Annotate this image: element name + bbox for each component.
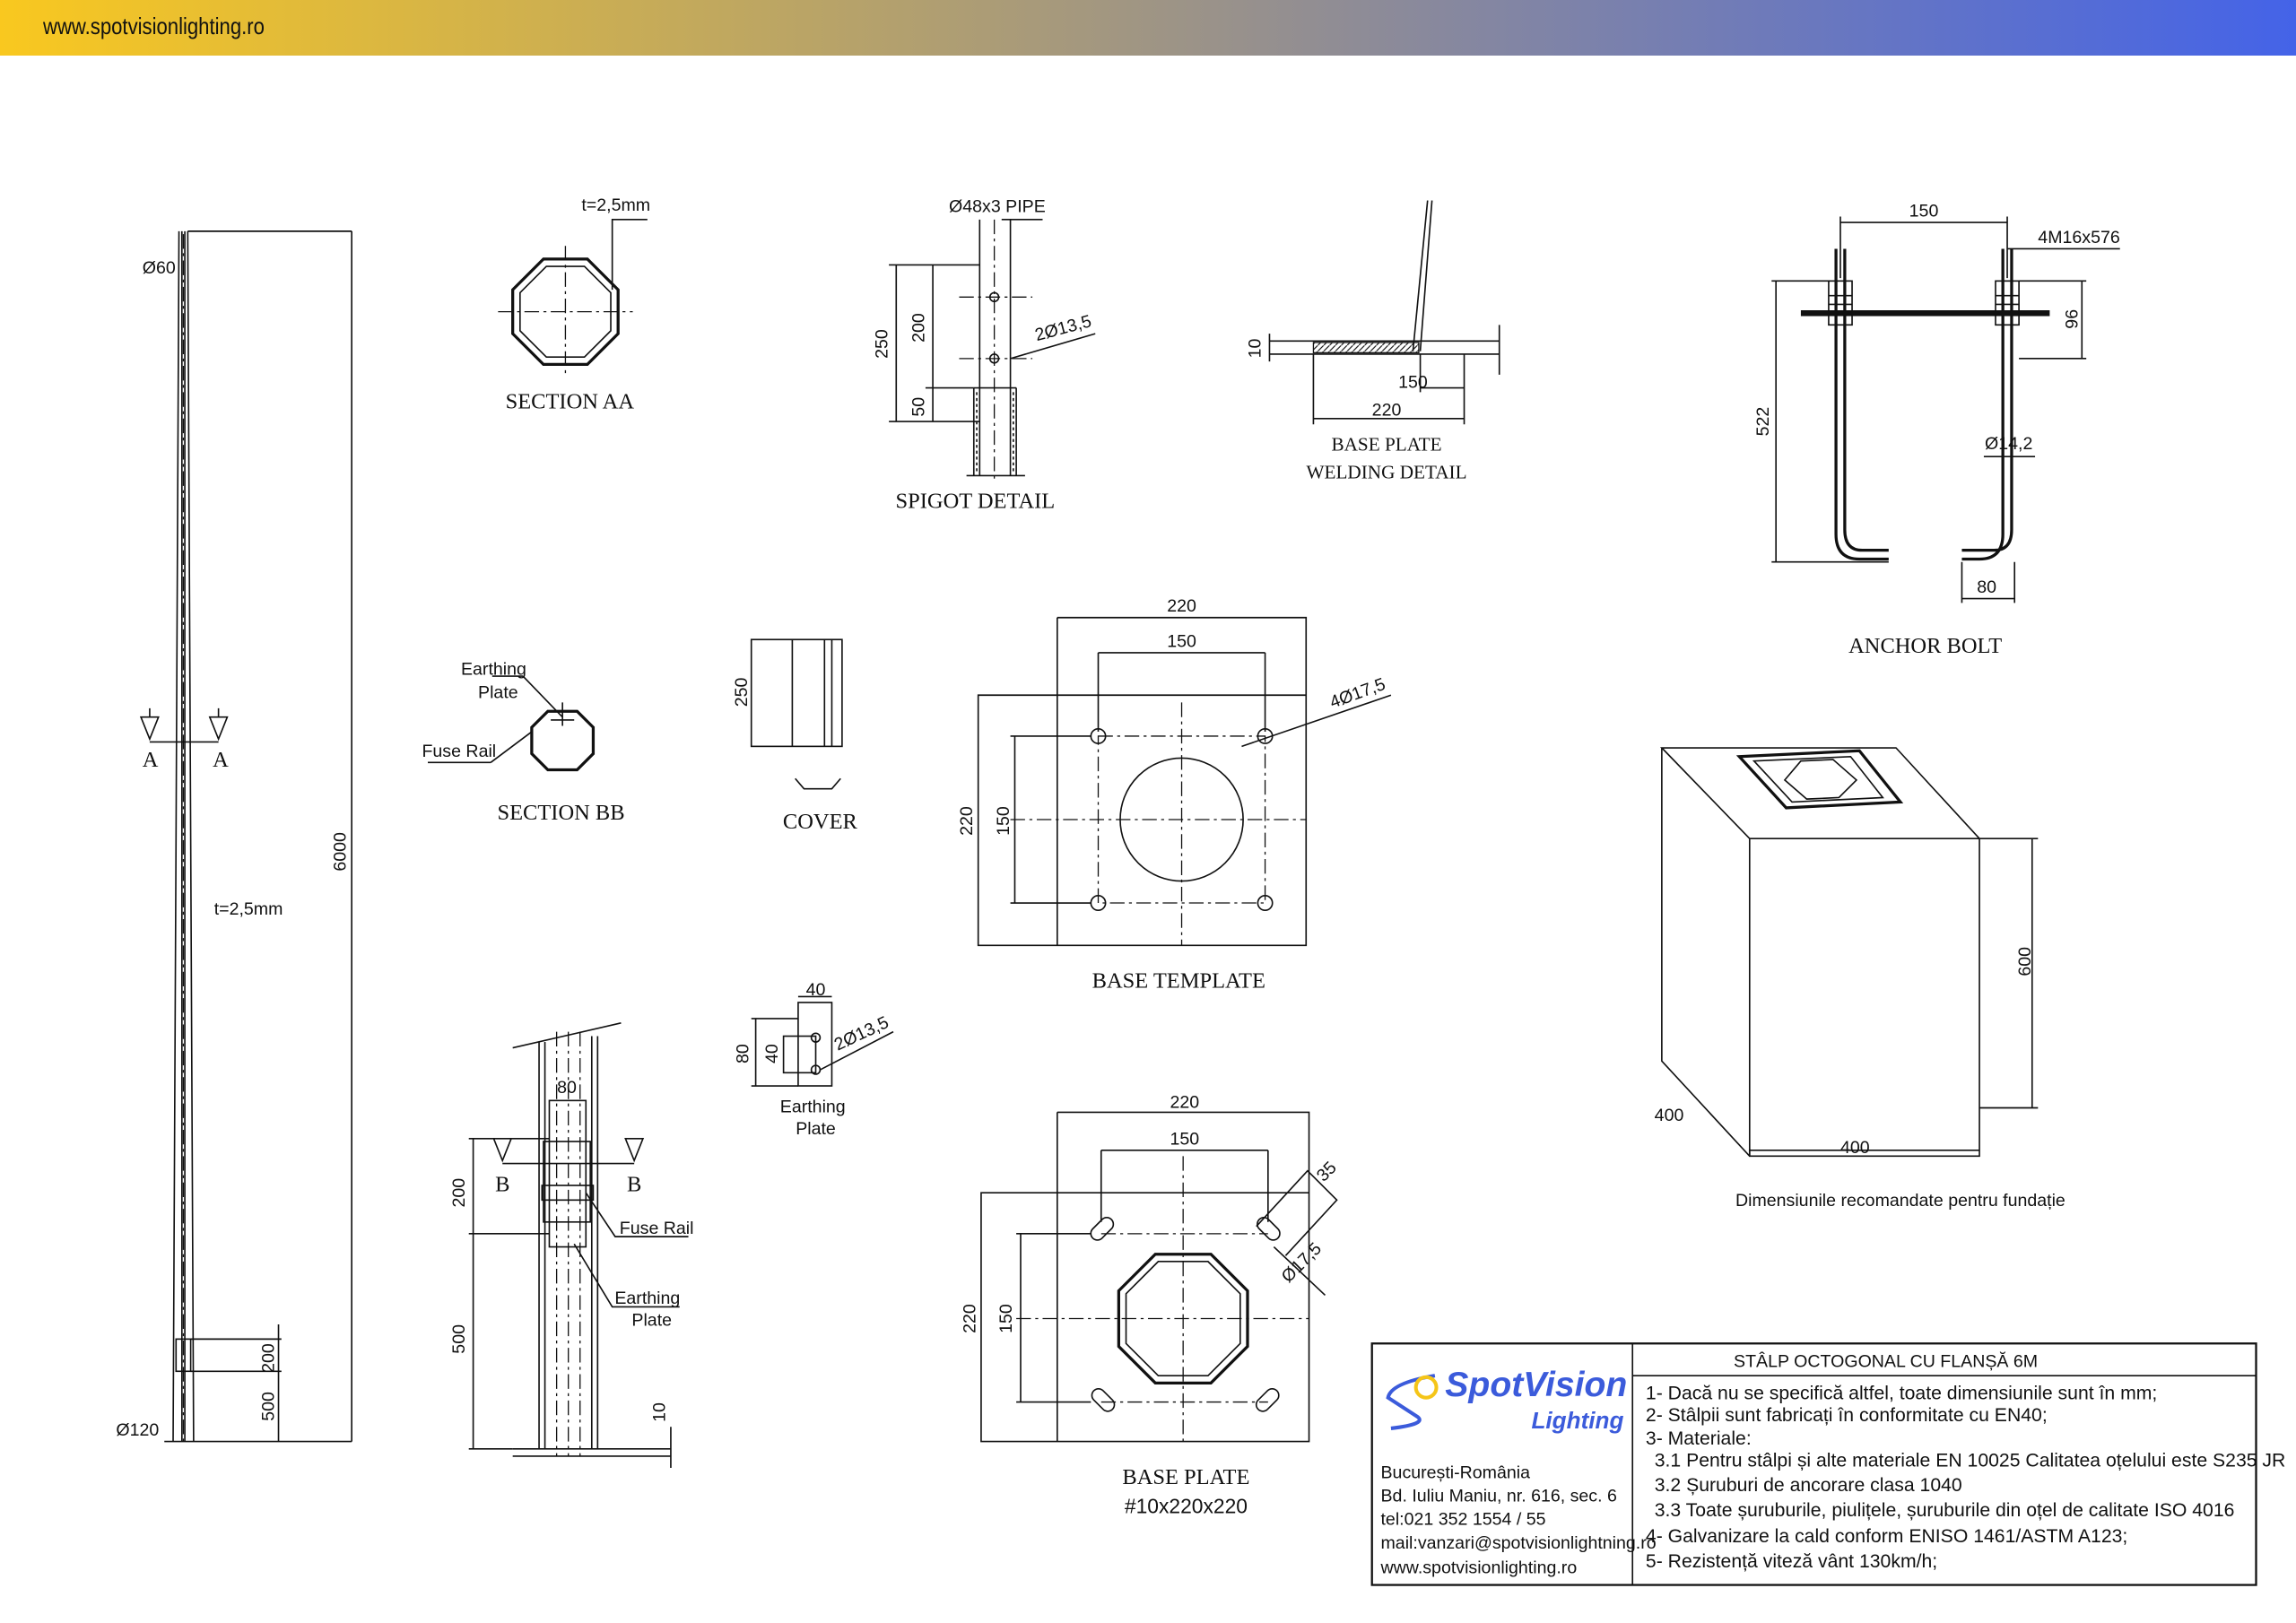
anchor-dim-96: 96	[2062, 309, 2082, 329]
logo-text-1: SpotVision	[1445, 1366, 1627, 1404]
logo-text-2: Lighting	[1531, 1407, 1623, 1434]
section-bb-earthing-2: Plate	[478, 683, 518, 703]
spigot-dim-50: 50	[909, 397, 928, 417]
spigot-title: SPIGOT DETAIL	[896, 489, 1056, 513]
note: 3.1 Pentru stâlpi și alte materiale EN 1…	[1655, 1450, 2286, 1471]
plate-dim-35: 35	[1313, 1158, 1341, 1185]
door-detail: 80 B B 200 500 Fuse Rail Earthing Plate …	[449, 1022, 694, 1468]
pole-elevation: Ø60 Ø120 6000 t=2,5mm A A 200 500	[116, 230, 352, 1443]
section-mark-b-right: B	[627, 1173, 641, 1197]
spigot-dim-250: 250	[872, 329, 891, 359]
cover-dim-250: 250	[732, 678, 752, 707]
door-dim-80: 80	[557, 1078, 577, 1098]
earthing-label-2: Plate	[796, 1119, 836, 1139]
earthing-plate-detail: 40 80 40 2Ø13,5 Earthing Plate	[733, 980, 894, 1139]
anchor-dim-522: 522	[1753, 407, 1773, 437]
spigot-detail: Ø48x3 PIPE 250 200 50 2Ø13,5 SPIGOT DETA…	[872, 197, 1096, 513]
anchor-bolt: 150 4M16x576 96 522 Ø14,2 80 ANCHOR BOLT	[1753, 202, 2120, 658]
anchor-bolt-spec: 4M16x576	[2038, 228, 2120, 247]
plate-spec: #10x220x220	[1125, 1495, 1248, 1518]
section-mark-b-left: B	[495, 1173, 509, 1197]
door-detail-earthing-2: Plate	[631, 1311, 672, 1331]
welding-title-1: BASE PLATE	[1331, 434, 1441, 456]
note: 1- Dacă nu se specifică altfel, toate di…	[1646, 1383, 2157, 1403]
phone: tel:021 352 1554 / 55	[1381, 1510, 1546, 1530]
welding-title-2: WELDING DETAIL	[1307, 462, 1467, 483]
foundation-depth: 400	[1655, 1106, 1684, 1125]
anchor-title: ANCHOR BOLT	[1848, 634, 2002, 658]
website: www.spotvisionlighting.ro	[1380, 1558, 1578, 1578]
pole-bottom-diameter: Ø120	[116, 1420, 159, 1440]
header-url[interactable]: www.spotvisionlighting.ro	[43, 13, 265, 39]
note: 3.2 Șuruburi de ancorare clasa 1040	[1655, 1475, 1962, 1496]
anchor-diameter: Ø14,2	[1985, 434, 2032, 454]
spigot-pipe: Ø48x3 PIPE	[949, 197, 1046, 217]
pole-height: 6000	[331, 832, 351, 872]
cover-detail: 250 COVER	[732, 638, 858, 834]
plate-dim-220-left: 220	[960, 1304, 979, 1333]
note: 3- Materiale:	[1646, 1428, 1752, 1449]
note: 4- Galvanizare la cald conform ENISO 146…	[1646, 1526, 2127, 1547]
door-detail-fuse: Fuse Rail	[620, 1219, 694, 1238]
template-dim-150-left: 150	[994, 806, 1013, 836]
door-dim: 200	[259, 1343, 279, 1373]
welding-dim-150: 150	[1398, 373, 1428, 393]
section-aa-thickness: t=2,5mm	[581, 195, 650, 215]
door-detail-dim-10: 10	[649, 1402, 669, 1422]
plate-dim-220-top: 220	[1170, 1093, 1199, 1113]
spigot-holes: 2Ø13,5	[1033, 311, 1094, 345]
section-bb-fuse: Fuse Rail	[422, 742, 496, 761]
plate-title: BASE PLATE	[1122, 1465, 1249, 1489]
drawing-title: STÂLP OCTOGONAL CU FLANȘĂ 6M	[1734, 1350, 2038, 1371]
door-height: 500	[259, 1392, 279, 1421]
section-mark-a-right: A	[213, 748, 229, 772]
template-title: BASE TEMPLATE	[1092, 969, 1265, 994]
template-dim-220-top: 220	[1167, 596, 1196, 616]
section-bb: Earthing Plate Fuse Rail SECTION BB	[422, 659, 624, 825]
header-bar: www.spotvisionlighting.ro	[0, 0, 2296, 56]
earthing-label-1: Earthing	[780, 1097, 846, 1116]
section-aa: t=2,5mm SECTION AA	[498, 195, 650, 413]
welding-dim-220: 220	[1372, 401, 1402, 421]
pole-top-diameter: Ø60	[143, 258, 176, 278]
plate-dim-150-top: 150	[1170, 1129, 1199, 1149]
spigot-dim-200: 200	[909, 313, 928, 343]
section-aa-title: SECTION AA	[506, 389, 635, 413]
earthing-dim-40-left: 40	[762, 1044, 782, 1063]
section-bb-earthing-1: Earthing	[461, 659, 526, 679]
door-detail-earthing-1: Earthing	[614, 1289, 680, 1308]
anchor-dim-80: 80	[1977, 577, 1996, 597]
pole-thickness: t=2,5mm	[214, 899, 283, 919]
section-bb-title: SECTION BB	[497, 801, 624, 825]
note: 2- Stâlpii sunt fabricați în conformitat…	[1646, 1405, 2048, 1426]
foundation-block: 600 400 400 Dimensiunile recomandate pen…	[1655, 747, 2066, 1211]
company-logo: SpotVision Lighting	[1386, 1366, 1627, 1434]
cover-title: COVER	[783, 810, 858, 834]
welding-detail: 10 150 220 BASE PLATE WELDING DETAIL	[1246, 200, 1500, 483]
door-detail-dim-200: 200	[449, 1178, 469, 1208]
template-dim-150-top: 150	[1167, 631, 1196, 651]
note: 3.3 Toate șuruburile, piulițele, șurubur…	[1655, 1500, 2235, 1521]
foundation-caption: Dimensiunile recomandate pentru fundație	[1735, 1191, 2066, 1211]
address-line: București-România	[1381, 1462, 1531, 1482]
title-block: SpotVision Lighting București-România Bd…	[1370, 1342, 2286, 1586]
note: 5- Rezistență viteză vânt 130km/h;	[1646, 1551, 1937, 1572]
plate-diameter: Ø17,5	[1278, 1239, 1326, 1287]
base-template: 220 150 4Ø17,5 220 150 BASE TEMPLATE	[957, 596, 1392, 994]
earthing-dim-80: 80	[733, 1044, 752, 1063]
base-plate: 220 150 35 Ø17,5 220 150 BASE PLATE #10x…	[960, 1093, 1340, 1518]
door-detail-dim-500: 500	[449, 1324, 469, 1354]
foundation-height: 600	[2015, 947, 2035, 976]
email: mail:vanzari@spotvisionlightning.ro	[1381, 1533, 1657, 1553]
plate-dim-150-left: 150	[996, 1304, 1016, 1333]
foundation-width: 400	[1840, 1138, 1870, 1158]
anchor-dim-150: 150	[1909, 202, 1939, 221]
template-dim-220-left: 220	[957, 806, 977, 836]
welding-dim-10: 10	[1246, 338, 1265, 358]
earthing-dim-40-top: 40	[806, 980, 826, 1000]
address-line: Bd. Iuliu Maniu, nr. 616, sec. 6	[1381, 1487, 1617, 1506]
section-mark-a-left: A	[143, 748, 159, 772]
